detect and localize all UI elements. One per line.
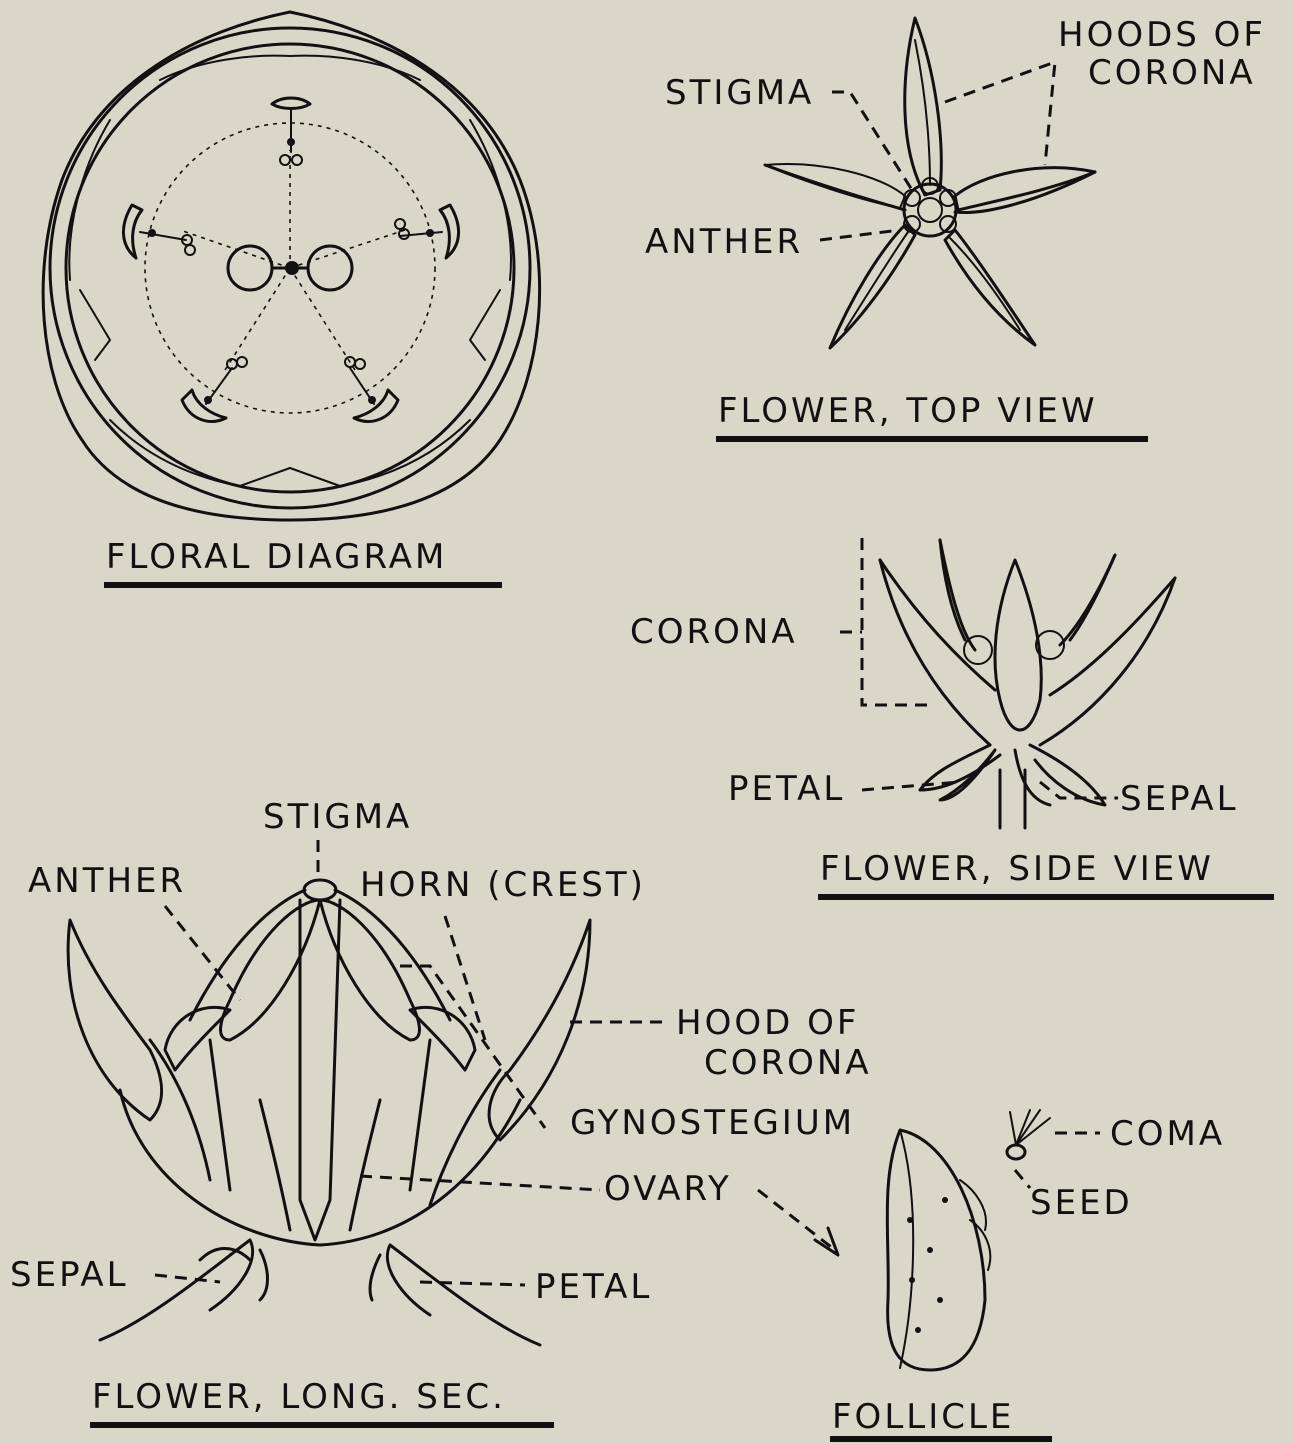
top-view-drawing [765,18,1095,348]
caption-underline-side [818,894,1274,900]
caption-floral-diagram: FLORAL DIAGRAM [106,540,447,574]
caption-top-view: FLOWER, TOP VIEW [718,394,1098,428]
label-hood-line1: HOOD OF [676,1006,859,1040]
caption-side-view: FLOWER, SIDE VIEW [820,852,1214,886]
caption-underline-floral [104,582,502,588]
caption-underline-long [90,1422,554,1428]
label-top-stigma: STIGMA [665,76,814,110]
label-side-corona: CORONA [630,615,798,649]
long-section-drawing [68,840,838,1345]
label-side-sepal: SEPAL [1120,782,1239,816]
floral-diagram-drawing [43,12,539,520]
caption-underline-follicle [830,1436,1052,1442]
label-coma: COMA [1110,1117,1225,1151]
caption-long-section: FLOWER, LONG. SEC. [92,1380,506,1414]
label-long-petal: PETAL [535,1270,652,1304]
label-long-stigma: STIGMA [263,800,412,834]
label-hoods-line1: HOODS OF [1058,18,1266,52]
label-ovary: OVARY [604,1172,732,1206]
label-seed: SEED [1030,1186,1133,1220]
label-gynostegium: GYNOSTEGIUM [570,1106,855,1140]
label-horn: HORN (CREST) [360,868,646,902]
label-long-sepal: SEPAL [10,1258,129,1292]
caption-underline-top [716,436,1148,442]
label-hoods-line2: CORONA [1088,56,1256,90]
label-long-anther: ANTHER [28,864,186,898]
label-side-petal: PETAL [728,772,845,806]
caption-follicle: FOLLICLE [832,1400,1014,1434]
follicle-drawing [887,1110,1100,1370]
label-top-anther: ANTHER [645,225,803,259]
label-hood-line2: CORONA [704,1046,872,1080]
